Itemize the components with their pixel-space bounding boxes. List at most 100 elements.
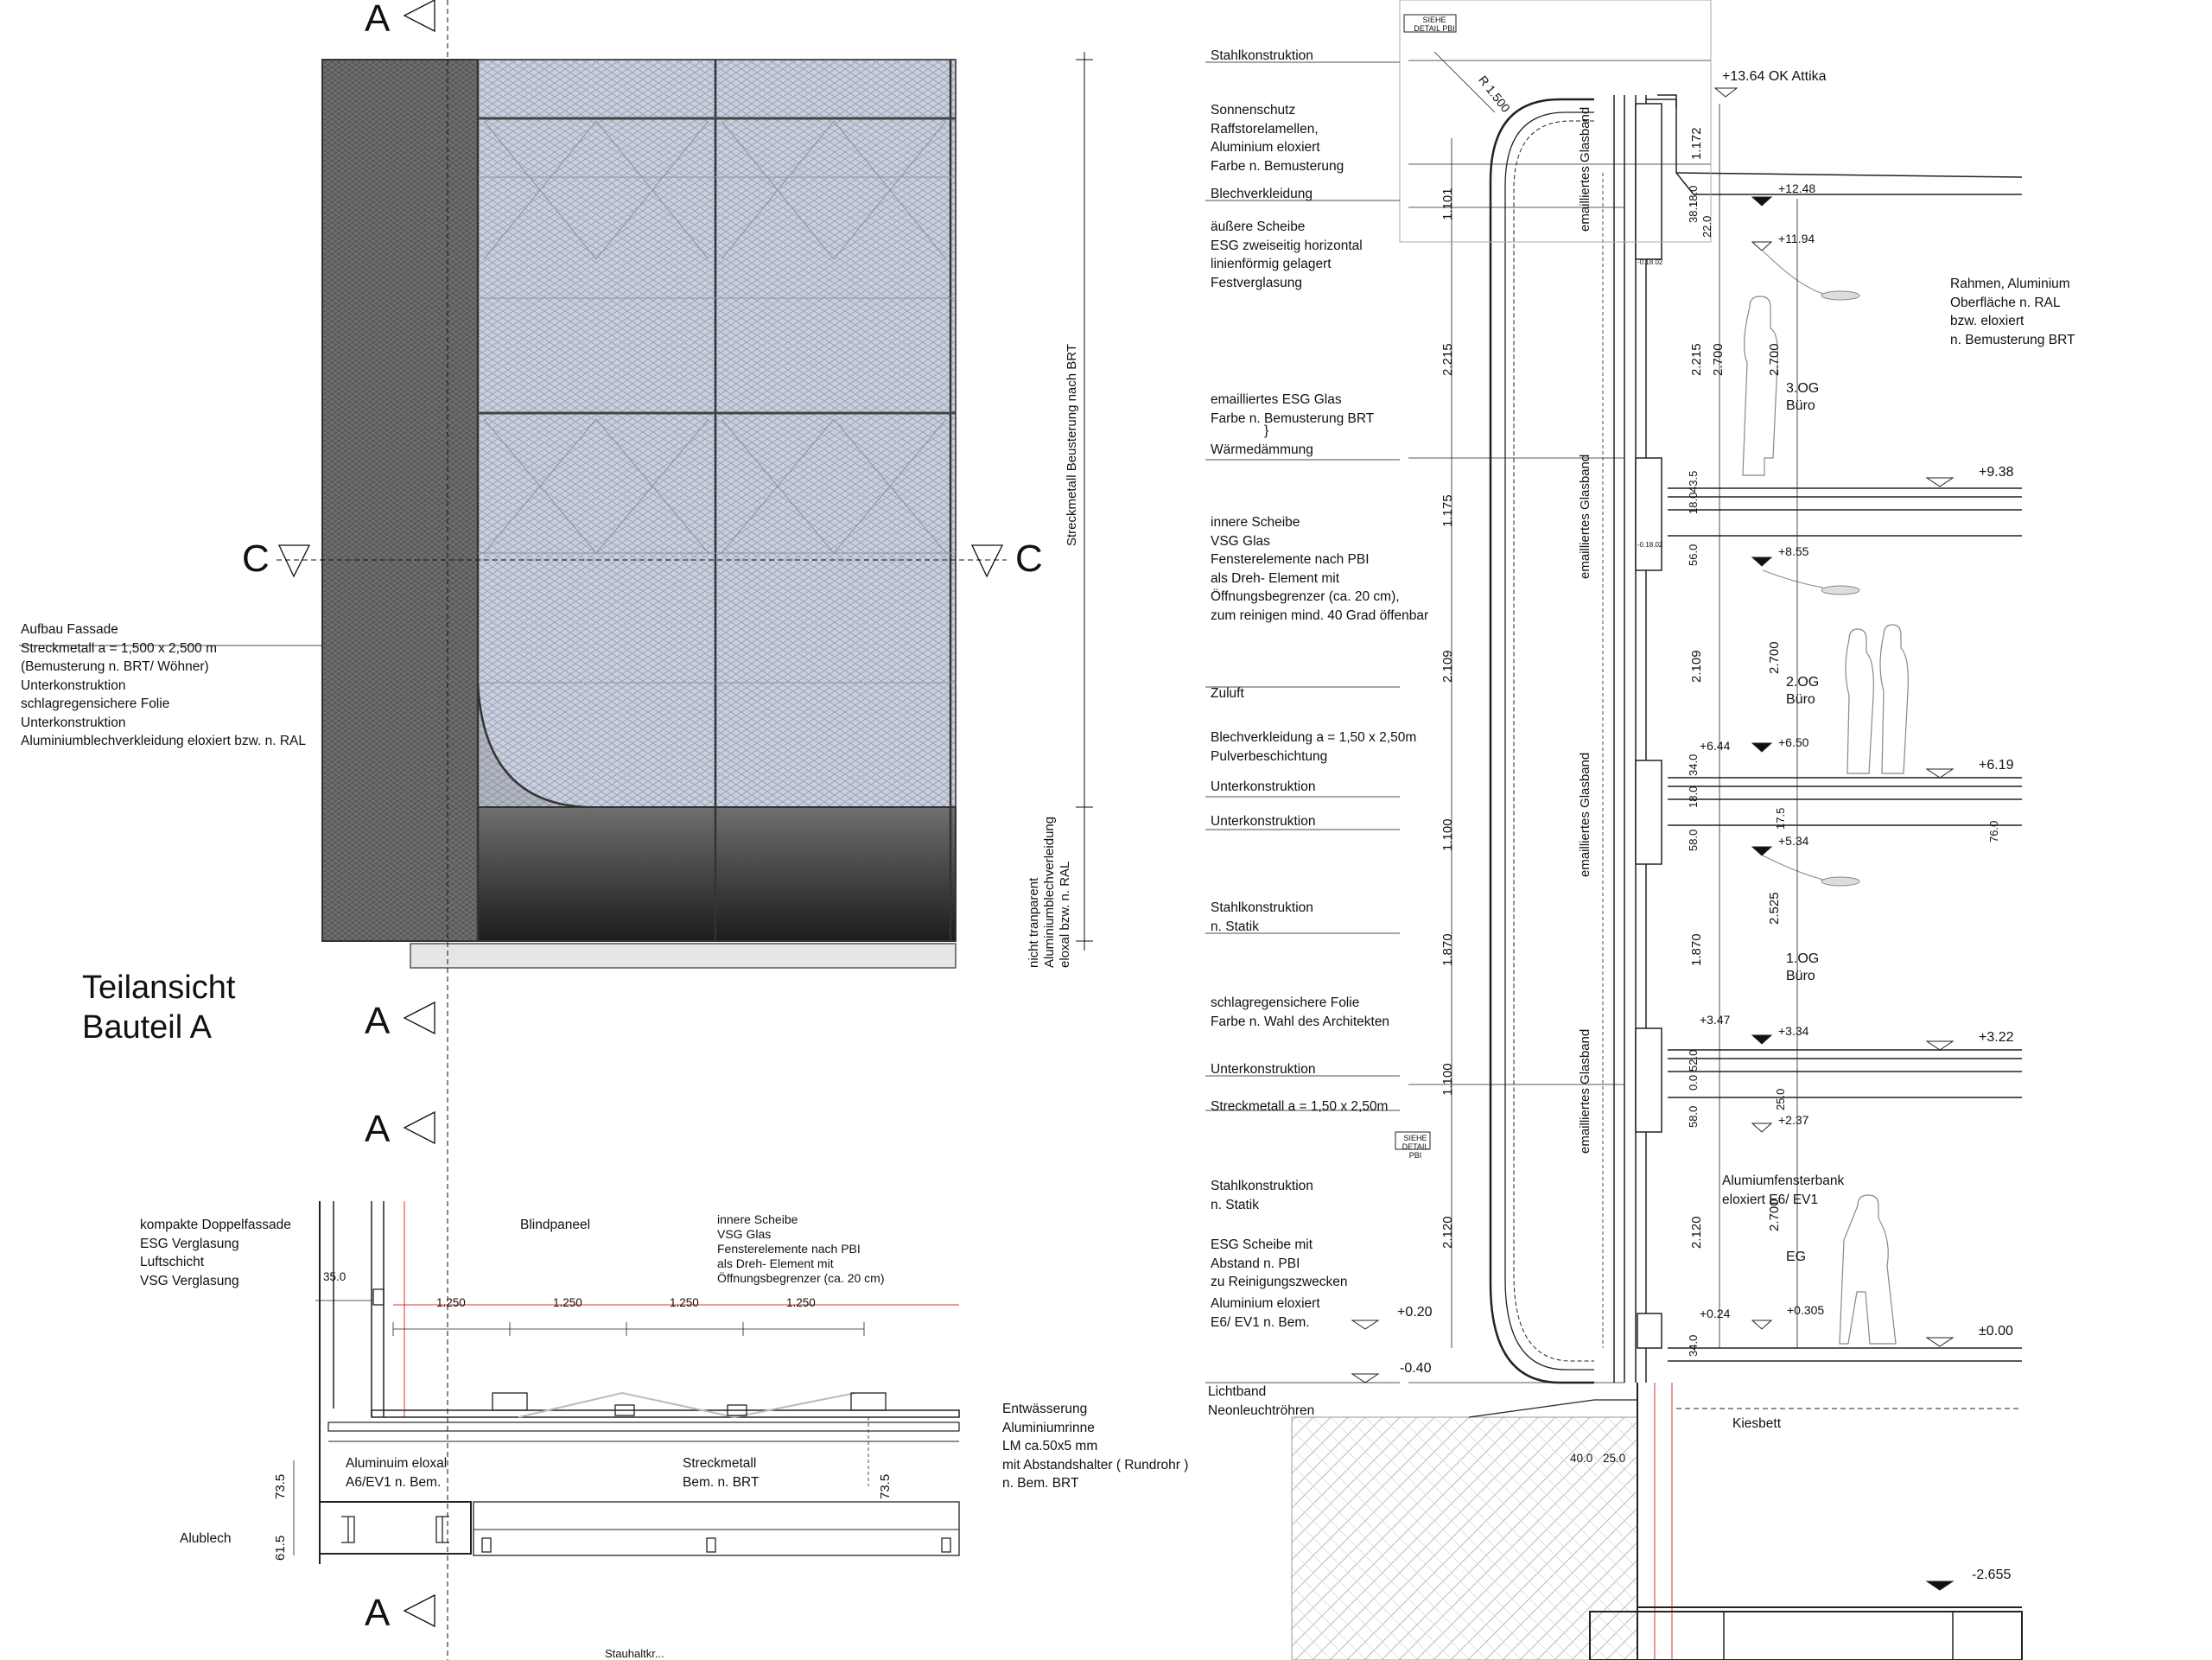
label-unterkonstruktion-1: Unterkonstruktion <box>1211 779 1316 794</box>
section-arrows <box>277 0 1004 1628</box>
dim-plan-1250-4: 1.250 <box>786 1296 816 1309</box>
level-1194: +11.94 <box>1778 232 1815 245</box>
elevation-mullions <box>476 60 952 941</box>
dim-left-1: 1.101 <box>1440 188 1455 220</box>
elevation-plinth <box>410 943 957 969</box>
elevation-view <box>276 0 1093 1660</box>
level-938: +9.38 <box>1979 465 2014 480</box>
elevation-dark-column <box>321 59 479 942</box>
brace-symbol: } <box>1264 423 1269 438</box>
level-000: ±0.00 <box>1979 1324 2013 1339</box>
dim-small-340b: 34.0 <box>1687 1334 1700 1357</box>
dim-left-4: 2.109 <box>1440 650 1455 683</box>
dim-small-220: 22.0 <box>1700 215 1713 238</box>
dim-plan-735-left: 73.5 <box>273 1473 288 1499</box>
section-cut-lines <box>276 0 1085 1660</box>
dim-small-180c: 18.0 <box>1687 785 1700 808</box>
section-attika <box>1646 94 2023 195</box>
dim-small-580b: 58.0 <box>1687 1105 1700 1128</box>
label-esg-scheibe: ESG Scheibe mit Abstand n. PBI zu Reinig… <box>1211 1237 1348 1289</box>
label-waermedaemmung: Wärmedämmung <box>1211 442 1313 457</box>
room-2og: 2.OG Büro <box>1786 675 1820 707</box>
detail-box-top: SIEHE DETAIL PBI <box>1414 16 1455 33</box>
elevation-base-band <box>477 806 957 942</box>
label-aeussere-scheibe: äußere Scheibe ESG zweiseitig horizontal… <box>1211 219 1363 290</box>
label-aluminium-eloxal: Aluminuim eloxal A6/EV1 n. Bem. <box>346 1456 448 1490</box>
dim-left-5: 1.100 <box>1440 818 1455 851</box>
dim-left-7: 1.100 <box>1440 1063 1455 1096</box>
level-644: +6.44 <box>1700 739 1731 753</box>
label-blechverkleidung: Blechverkleidung <box>1211 187 1313 201</box>
tiny-mark-1: -0.18.02 <box>1637 258 1663 266</box>
room-3og: 3.OG Büro <box>1786 381 1820 413</box>
level-m2655: -2.655 <box>1972 1568 2012 1582</box>
label-entwaesserung: Entwässerung Aluminiumrinne LM ca.50x5 m… <box>1002 1402 1189 1491</box>
section-marker-c-right: C <box>1015 537 1043 580</box>
label-plan-streckmetall: Streckmetall Bem. n. BRT <box>683 1456 760 1490</box>
dim-small-250b: 25.0 <box>1603 1452 1626 1465</box>
label-streckmetall: Streckmetall a = 1,50 x 2,50m <box>1211 1099 1389 1114</box>
label-kiesbett: Kiesbett <box>1732 1416 1782 1431</box>
label-plan-innere-scheibe: innere Scheibe VSG Glas Fensterelemente … <box>717 1212 885 1285</box>
dim-room-1: 2.700 <box>1711 343 1726 376</box>
dim-small-435: 43.5 <box>1687 470 1700 493</box>
dim-plan-735-right: 73.5 <box>878 1473 893 1499</box>
dim-inner-4: 1.870 <box>1689 933 1704 966</box>
room-eg: EG <box>1786 1250 1807 1264</box>
label-nicht-transparent: nicht tranparent Aluminiumblechverleidun… <box>1027 816 1072 968</box>
label-glasband-1: emailliertes Glasband <box>1578 106 1592 232</box>
section-marker-a-mid: A <box>365 1000 391 1042</box>
detail-box-mid: SIEHE DETAIL PBI <box>1402 1134 1429 1160</box>
level-020: +0.20 <box>1397 1305 1433 1320</box>
dim-inner-5: 2.120 <box>1689 1216 1704 1249</box>
label-blindpaneel: Blindpaneel <box>520 1218 591 1232</box>
dim-plan-1250-1: 1.250 <box>436 1296 466 1309</box>
level-024: +0.24 <box>1700 1307 1731 1320</box>
dim-small-760: 76.0 <box>1987 820 2000 843</box>
section-figures <box>1742 296 1909 1345</box>
label-lichtband: Lichtband Neonleuchtröhren <box>1208 1384 1315 1418</box>
dim-small-180b: 18.0 <box>1687 492 1700 514</box>
label-glasband-3: emailliertes Glasband <box>1578 752 1592 877</box>
dim-small-00: 0.0 <box>1687 1074 1700 1091</box>
section-level-triangles <box>1351 87 1955 1591</box>
label-schlagregensichere: schlagregensichere Folie Farbe n. Wahl d… <box>1211 995 1390 1029</box>
level-attika: +13.64 OK Attika <box>1722 69 1827 84</box>
dim-left-8: 2.120 <box>1440 1216 1455 1249</box>
dim-plan-350: 35.0 <box>323 1270 346 1283</box>
dim-inner-3: 2.109 <box>1689 650 1704 683</box>
label-kompakte-doppelfassade: kompakte Doppelfassade ESG Verglasung Lu… <box>140 1218 291 1288</box>
label-fensterbank: Alumiumfensterbank eloxiert E6/ EV1 <box>1722 1173 1845 1207</box>
tiny-mark-2: -0.18.02 <box>1637 541 1663 549</box>
dim-inner-1: 1.172 <box>1689 127 1704 160</box>
dim-small-400: 40.0 <box>1570 1452 1593 1465</box>
elevation-dim-ticks <box>1076 59 1093 942</box>
dim-plan-1250-2: 1.250 <box>553 1296 582 1309</box>
label-blechverkleidung-a: Blechverkleidung a = 1,50 x 2,50m Pulver… <box>1211 730 1417 764</box>
label-unterkonstruktion-2: Unterkonstruktion <box>1211 814 1316 829</box>
section-outer-shell <box>1489 98 1594 1384</box>
label-stahlkonstruktion-statik-1: Stahlkonstruktion n. Statik <box>1211 900 1313 934</box>
dim-room-3: 2.700 <box>1767 641 1782 674</box>
label-stahlkonstruktion-statik-2: Stahlkonstruktion n. Statik <box>1211 1179 1313 1212</box>
label-aufbau-fassade: Aufbau Fassade Streckmetall a = 1,500 x … <box>21 622 306 748</box>
section-marker-a-plan: A <box>365 1108 391 1150</box>
dim-small-560: 56.0 <box>1687 544 1700 566</box>
elevation-thin-lines <box>478 120 956 684</box>
dim-left-3: 1.175 <box>1440 494 1455 527</box>
dim-room-2: 2.700 <box>1767 343 1782 376</box>
dim-room-5: 2.700 <box>1767 1199 1782 1231</box>
dim-small-520: 52.0 <box>1687 1049 1700 1072</box>
section-slabs <box>1668 487 2022 1362</box>
level-855: +8.55 <box>1778 544 1809 558</box>
level-347: +3.47 <box>1700 1013 1731 1027</box>
label-innere-scheibe: innere Scheibe VSG Glas Fensterelemente … <box>1211 515 1429 623</box>
facade-section <box>1291 0 2023 1660</box>
dim-left-2: 2.215 <box>1440 343 1455 376</box>
elevation-rounded-corner <box>476 682 588 809</box>
level-0305: +0.305 <box>1787 1303 1825 1317</box>
label-aluminium-eloxiert: Aluminium eloxiert E6/ EV1 n. Bem. <box>1211 1296 1320 1330</box>
dim-small-340a: 34.0 <box>1687 754 1700 776</box>
label-alublech: Alublech <box>180 1531 232 1546</box>
